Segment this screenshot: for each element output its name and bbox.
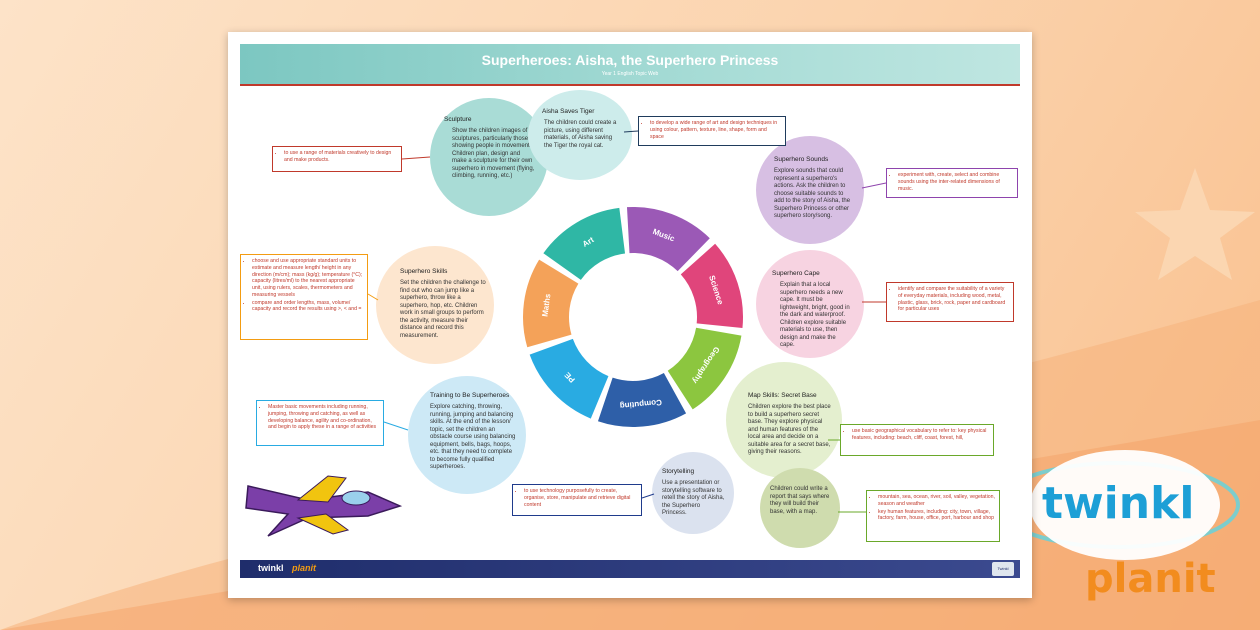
- bubble-storytelling: Storytelling Use a presentation or story…: [652, 452, 734, 534]
- bubble-body: Explain that a local superhero needs a n…: [780, 282, 850, 348]
- objective-item: key human features, including: city, tow…: [878, 509, 995, 523]
- bubble-title: Map Skills: Secret Base: [748, 392, 817, 399]
- twinkl-logo: twinkl: [1042, 478, 1195, 529]
- objective-item: experiment with, create, select and comb…: [898, 172, 1013, 192]
- objective-science: identify and compare the suitability of …: [886, 282, 1014, 322]
- wheel-segment-geography: [667, 327, 742, 410]
- bubble-body: Children could write a report that says …: [770, 486, 830, 515]
- bubble-title: Superhero Sounds: [774, 156, 829, 163]
- wheel-segment-pe: [529, 338, 609, 419]
- bubble-superhero-cape: Superhero Cape Explain that a local supe…: [756, 250, 864, 358]
- bubble-sculpture: Sculpture Show the children images of sc…: [430, 98, 548, 216]
- footer-planit-logo: planit: [292, 563, 316, 573]
- bubble-title: Aisha Saves Tiger: [542, 108, 595, 115]
- objective-pe: Master basic movements including running…: [256, 400, 384, 446]
- objective-music: experiment with, create, select and comb…: [886, 168, 1018, 198]
- wheel-segment-computing: [597, 373, 687, 427]
- star-icon: [1135, 168, 1255, 280]
- bubble-body: Show the children images of sculptures, …: [452, 128, 535, 179]
- bubble-title: Superhero Skills: [400, 268, 448, 275]
- poster-subtitle: Year 1 English Topic Web: [601, 71, 659, 77]
- jet-plane-icon: [245, 475, 403, 537]
- poster-footer: twinkl planit Twinkl: [240, 560, 1020, 578]
- bubble-report: Children could write a report that says …: [760, 468, 840, 548]
- objective-item: to use a range of materials creatively t…: [284, 150, 397, 164]
- objective-art-left: to use a range of materials creatively t…: [272, 146, 402, 172]
- objective-item: choose and use appropriate standard unit…: [252, 258, 363, 299]
- objective-computing: to use technology purposefully to create…: [512, 484, 642, 516]
- bubble-body: Explore sounds that could represent a su…: [774, 168, 851, 219]
- bubble-body: Set the children the challenge to find o…: [400, 280, 486, 339]
- objective-geography-1: use basic geographical vocabulary to ref…: [840, 424, 994, 456]
- wheel-segment-science: [680, 243, 743, 328]
- bubble-body: The children could create a picture, usi…: [544, 120, 617, 149]
- bubble-body: Use a presentation or storytelling softw…: [662, 480, 725, 516]
- objective-item: Master basic movements including running…: [268, 404, 379, 431]
- bubble-body: Explore catching, throwing, running, jum…: [430, 404, 516, 470]
- title-banner: Superheroes: Aisha, the Superhero Prince…: [240, 44, 1020, 86]
- objective-item: mountain, sea, ocean, river, soil, valle…: [878, 494, 995, 508]
- objective-item: identify and compare the suitability of …: [898, 286, 1009, 313]
- objective-geography-2: mountain, sea, ocean, river, soil, valle…: [866, 490, 1000, 542]
- bubble-body: Children explore the best place to build…: [748, 404, 831, 455]
- wheel-label: Maths: [540, 293, 552, 318]
- planit-logo: planit: [1085, 556, 1216, 602]
- bubble-aisha-saves-tiger: Aisha Saves Tiger The children could cre…: [528, 90, 632, 180]
- objective-item: compare and order lengths, mass, volume/…: [252, 300, 363, 314]
- poster-title: Superheroes: Aisha, the Superhero Prince…: [481, 52, 779, 68]
- footer-twinkl-logo: twinkl: [258, 563, 284, 573]
- bubble-title: Training to Be Superheroes: [430, 392, 510, 399]
- objective-item: to use technology purposefully to create…: [524, 488, 637, 508]
- bubble-training-superheroes: Training to Be Superheroes Explore catch…: [408, 376, 526, 494]
- topic-web-poster: Superheroes: Aisha, the Superhero Prince…: [228, 32, 1032, 598]
- bubble-map-skills: Map Skills: Secret Base Children explore…: [726, 362, 842, 478]
- objective-maths: choose and use appropriate standard unit…: [240, 254, 368, 340]
- connector-lines: [367, 130, 887, 513]
- bubble-superhero-sounds: Superhero Sounds Explore sounds that cou…: [756, 136, 864, 244]
- wheel-segment-music: [626, 207, 710, 272]
- footer-badge: Twinkl: [992, 562, 1014, 576]
- wheel-label: Computing: [619, 398, 662, 411]
- bubble-title: Superhero Cape: [772, 270, 820, 277]
- wheel-segment-art: [543, 207, 626, 280]
- wheel-segment-maths: [523, 259, 579, 348]
- bubble-title: Storytelling: [662, 468, 695, 475]
- bubble-superhero-skills: Superhero Skills Set the children the ch…: [376, 246, 494, 364]
- objective-item: to develop a wide range of art and desig…: [650, 120, 781, 140]
- bubble-title: Sculpture: [444, 116, 472, 123]
- objective-art-right: to develop a wide range of art and desig…: [638, 116, 786, 146]
- objective-item: use basic geographical vocabulary to ref…: [852, 428, 989, 442]
